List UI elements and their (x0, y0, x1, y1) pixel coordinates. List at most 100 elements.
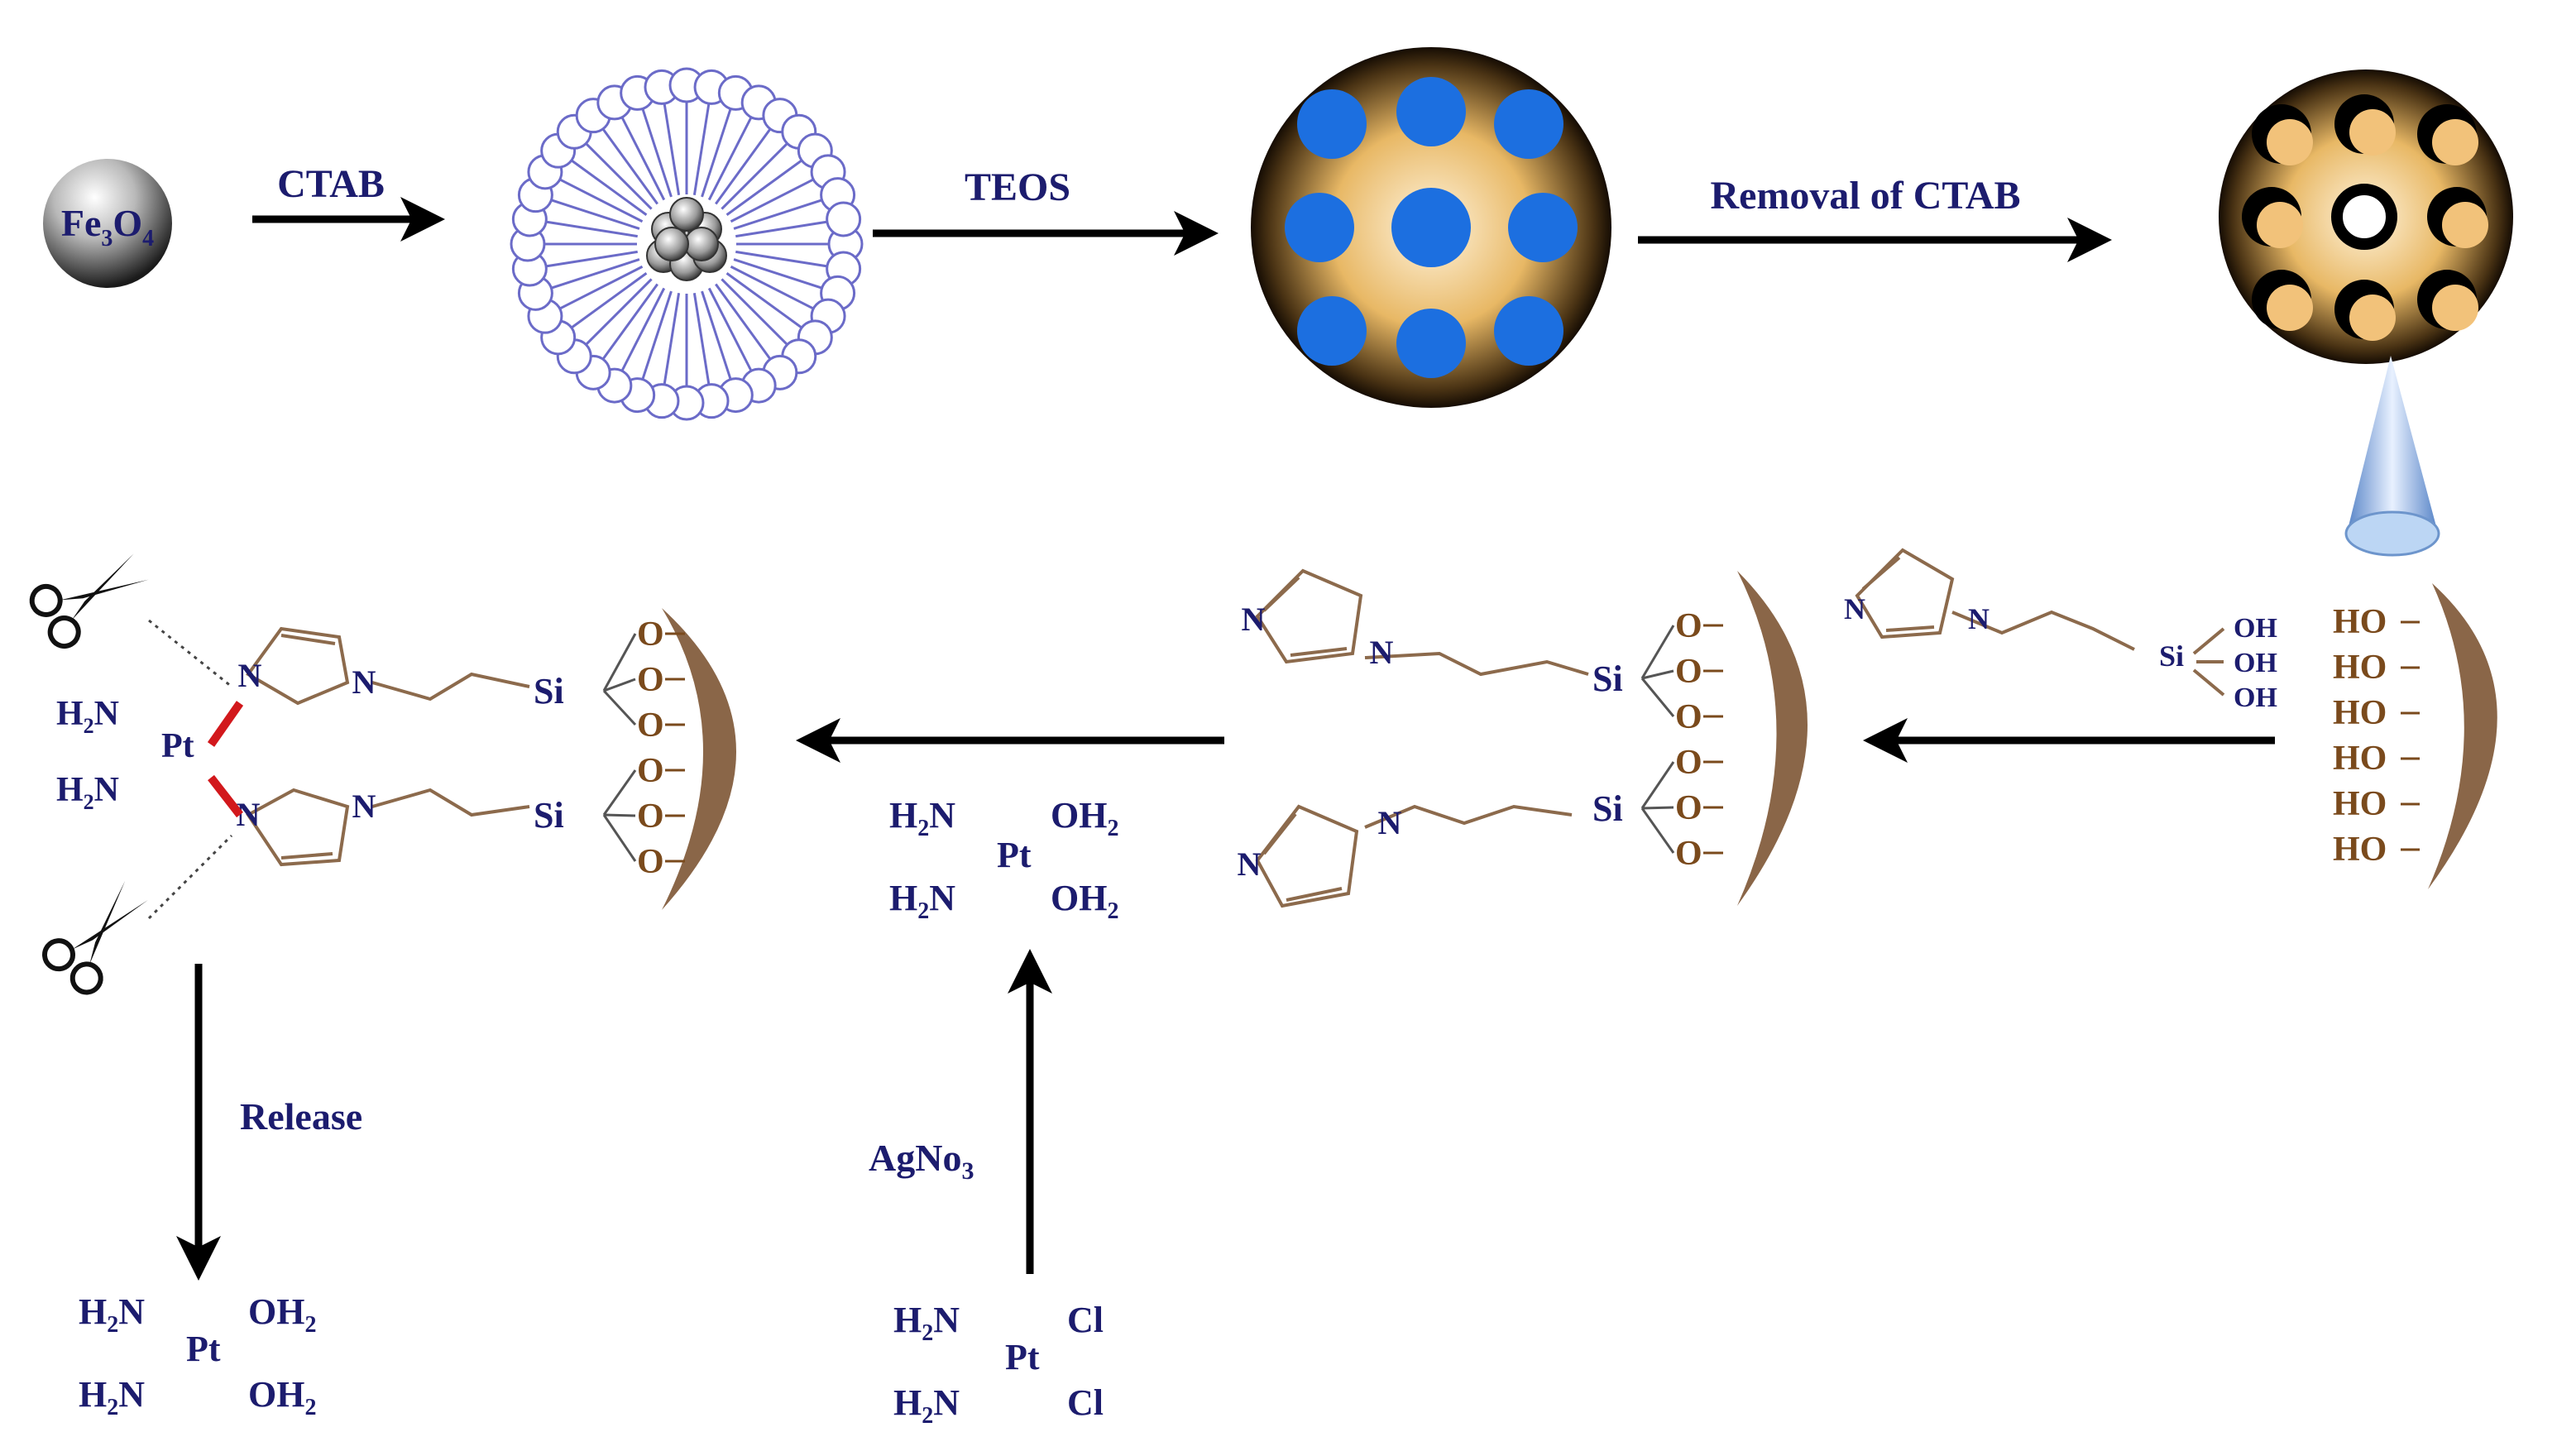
surfactant-tail (601, 283, 658, 361)
surfactant-tail (545, 220, 638, 238)
template-filled-pore (1508, 193, 1578, 262)
surface-hydroxyl: HO (2333, 694, 2387, 732)
surfactant-tail (715, 127, 772, 205)
svg-text:N: N (1968, 602, 1990, 635)
surfactant-tail (620, 117, 666, 201)
svg-text:Pt: Pt (997, 835, 1032, 875)
svg-text:Cl: Cl (1067, 1300, 1104, 1340)
si-o-bond (1640, 625, 1675, 679)
svg-text:H2N: H2N (79, 1374, 145, 1420)
si-o-bond (603, 813, 636, 817)
svg-text:Si: Si (2159, 639, 2184, 673)
svg-text:OH2: OH2 (1051, 795, 1118, 841)
svg-text:H2N: H2N (893, 1382, 960, 1429)
svg-text:N: N (1844, 592, 1865, 625)
surfactant-tail (570, 159, 648, 216)
surface-oxygen: O (1675, 744, 1702, 782)
svg-text:Si: Si (534, 671, 564, 711)
surface-oxygen: O (1675, 789, 1702, 827)
surfactant-tail (692, 103, 711, 195)
surface-hydroxyl: HO (2333, 831, 2387, 869)
svg-text:N: N (1242, 601, 1266, 638)
surfactant-tail (620, 287, 666, 371)
surfactant-tail (735, 220, 828, 238)
surface-oxygen: O (1675, 835, 1702, 873)
ctab-removal-label: Removal of CTAB (1710, 174, 2020, 218)
surfactant-tail (707, 117, 753, 201)
surface-oxygen: O (1675, 653, 1702, 691)
surface-oxygen: O (637, 706, 664, 745)
template-filled-pore (1297, 89, 1367, 159)
pore-highlight (2257, 202, 2303, 248)
surfactant-tail (730, 178, 814, 223)
surfactant-tail (707, 287, 753, 371)
svg-text:N: N (1238, 845, 1262, 883)
svg-text:OH: OH (2234, 648, 2277, 678)
svg-text:H2N: H2N (889, 795, 955, 841)
ctab-label: CTAB (277, 162, 385, 206)
svg-text:N: N (238, 657, 262, 694)
surfactant-tail (701, 290, 732, 381)
surfactant-tail (570, 272, 648, 329)
surfactant-tail (733, 199, 823, 230)
surface-oxygen: O (637, 661, 664, 699)
svg-text:Si: Si (1592, 659, 1623, 699)
surfactant-tail (715, 283, 772, 361)
si-o-bond (603, 678, 636, 692)
template-filled-pore (1494, 89, 1563, 159)
si-o-bond (1640, 678, 1675, 717)
fe3o4-core: Fe3O4 (43, 159, 172, 288)
fe3o4-nanocluster (669, 197, 704, 232)
surfactant-tail (725, 159, 803, 216)
pore-highlight (2349, 295, 2396, 341)
svg-text:OH2: OH2 (248, 1374, 316, 1420)
pore-highlight (2267, 119, 2313, 165)
svg-text:Si: Si (1592, 788, 1623, 829)
surfactant-tail (550, 199, 640, 230)
template-filled-pore (1396, 309, 1466, 378)
surfactant-tail (721, 278, 788, 346)
zoom-cone (2344, 356, 2440, 557)
teos-label: TEOS (965, 165, 1070, 209)
surfactant-tail (559, 178, 644, 223)
activation-reagent-label: AgNo3 (869, 1137, 974, 1185)
scissors-icon (29, 553, 149, 649)
si-o-bond (602, 633, 637, 692)
surfactant-tail (663, 103, 681, 195)
surface-oxygen: O (1675, 698, 1702, 736)
svg-text:H2N: H2N (56, 695, 119, 738)
surface-oxygen: O (1675, 607, 1702, 645)
surfactant-tail (735, 250, 828, 268)
ctab-micelle (510, 67, 864, 421)
svg-text:N: N (352, 663, 376, 701)
surfactant-head (826, 201, 862, 237)
svg-text:OH: OH (2234, 682, 2277, 713)
surfactant-tail (730, 265, 814, 310)
svg-text:Pt: Pt (161, 727, 194, 765)
surfactant-tail (545, 250, 638, 268)
imidazole-silane-reagent: N N Si OH OH OH (1844, 548, 2277, 713)
surfactant-tail (725, 272, 803, 329)
cisplatin-precursor: H2N Cl Pt H2N Cl (893, 1300, 1104, 1429)
surface-oxygen: O (637, 615, 664, 654)
surfactant-tail (550, 258, 640, 290)
pore-highlight (2432, 119, 2478, 165)
surfactant-tail (559, 265, 644, 310)
svg-text:Cl: Cl (1067, 1382, 1104, 1423)
surfactant-tail (663, 293, 681, 386)
silica-particle-with-template (1251, 47, 1611, 408)
si-o-bond (602, 769, 637, 816)
template-filled-pore (1391, 188, 1471, 267)
surface-hydroxyl: HO (2333, 603, 2387, 641)
template-filled-pore (1297, 296, 1367, 366)
released-pt-aqua-complex: H2N OH2 Pt H2N OH2 (79, 1291, 316, 1420)
pore-highlight (2349, 109, 2396, 156)
si-o-bond (602, 689, 637, 726)
svg-text:Fe3O4: Fe3O4 (61, 202, 154, 251)
template-filled-pore (1396, 77, 1466, 146)
release-label: Release (240, 1095, 362, 1138)
surfactant-tail (585, 278, 653, 346)
fe3o4-nanocluster (654, 227, 689, 261)
